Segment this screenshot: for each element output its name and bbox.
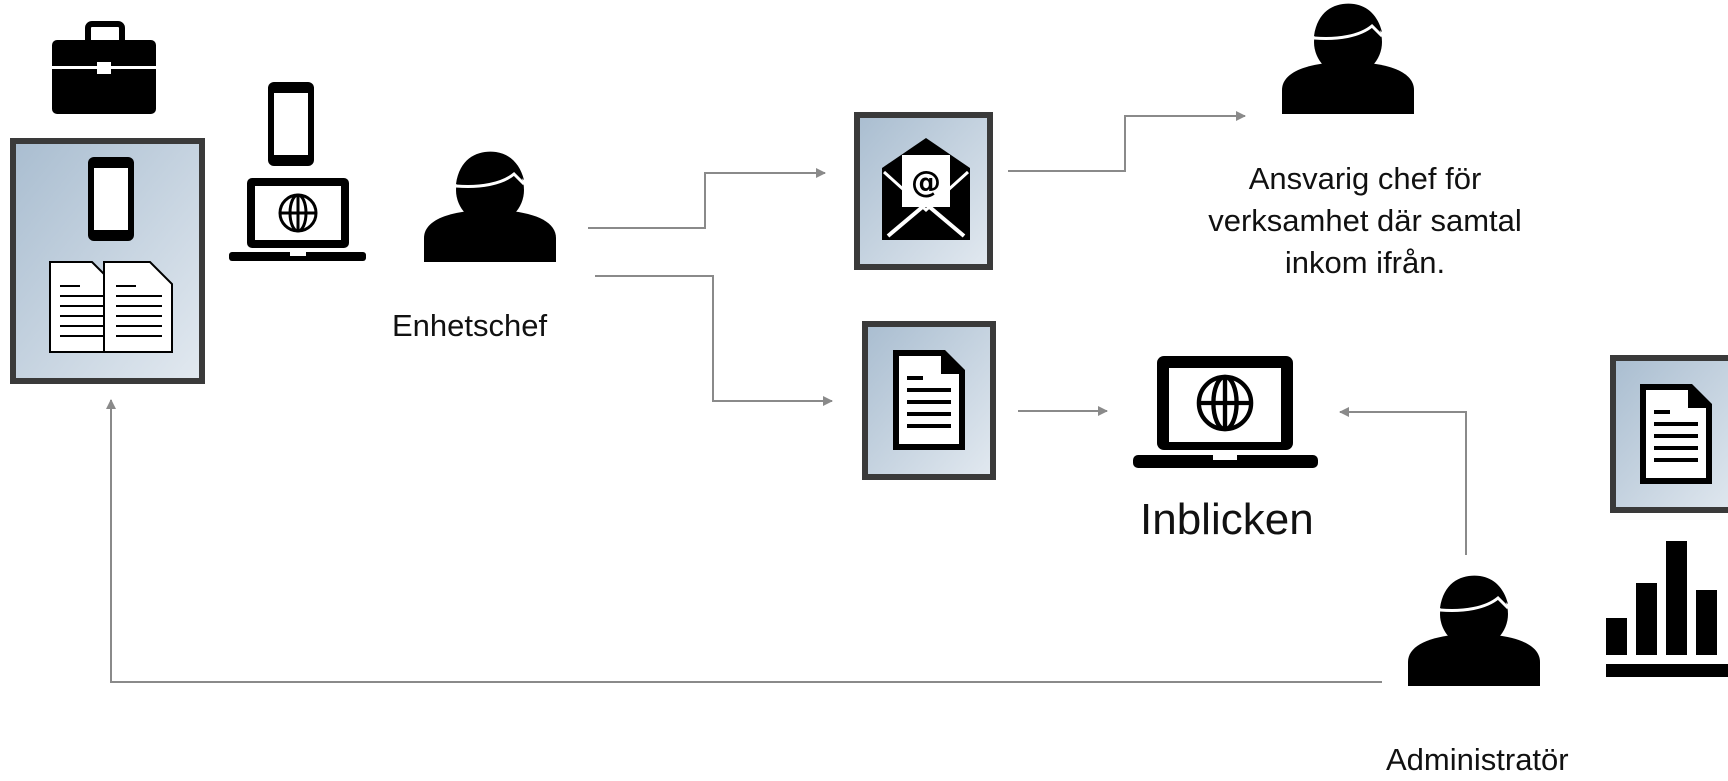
arrow-enhetschef-to-document xyxy=(595,275,833,406)
ansvarig-chef-label: Ansvarig chef för verksamhet där samtal … xyxy=(1208,161,1522,280)
arrow-admin-to-devices xyxy=(106,399,1382,683)
report-panel xyxy=(1606,355,1728,677)
devices-panel xyxy=(10,21,366,384)
email-at-icon: @ xyxy=(882,138,970,240)
document-panel xyxy=(862,321,996,480)
enhetschef-label: Enhetschef xyxy=(392,308,548,343)
ansvarig-chef-person-icon xyxy=(1280,2,1416,116)
connectors xyxy=(106,111,1467,683)
administrator-label: Administratör xyxy=(1386,742,1569,777)
enhetschef-person-icon xyxy=(422,150,558,264)
email-panel: @ xyxy=(854,112,993,270)
phone-icon xyxy=(268,82,314,166)
documents-icon xyxy=(49,261,173,353)
administrator-person-icon xyxy=(1406,574,1542,688)
arrow-enhetschef-to-email xyxy=(588,168,826,229)
arrow-email-to-ansvarig xyxy=(1008,111,1246,172)
document-icon xyxy=(893,350,965,450)
inblicken-laptop-globe-icon xyxy=(1133,356,1318,468)
phone-icon xyxy=(88,157,134,241)
svg-text:@: @ xyxy=(911,165,941,200)
document-icon xyxy=(1640,384,1712,484)
briefcase-icon xyxy=(52,21,156,114)
inblicken-label: Inblicken xyxy=(1140,495,1314,544)
arrow-admin-to-inblicken xyxy=(1339,407,1467,555)
bar-chart-icon xyxy=(1606,541,1728,677)
laptop-globe-icon xyxy=(229,178,366,261)
